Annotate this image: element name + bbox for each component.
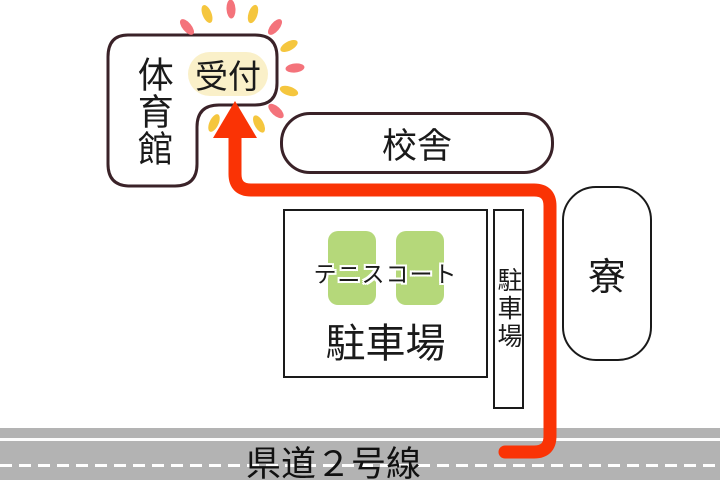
reception-badge: 受付 [188,52,268,96]
dormitory-label: 寮 [587,255,626,299]
side-parking-lot: 駐車場 [493,209,524,409]
tennis-court-2 [396,231,444,305]
tennis-court-1 [328,231,376,305]
prefectural-road: 県道２号線 [0,428,720,485]
gymnasium-label: 体育館 [131,56,173,167]
road-edge-line [0,438,720,441]
road-center-dashed-line [0,464,720,467]
reception-sparkle-rays [179,0,305,133]
dormitory-building: 寮 [562,186,652,361]
tennis-court-parking-lot: テニスコート 駐車場 [283,209,488,378]
main-parking-label: 駐車場 [325,321,446,367]
school-label: 校舎 [381,126,452,167]
tennis-court-label: テニスコート [313,262,458,288]
reception-label: 受付 [195,57,261,96]
school-building: 校舎 [280,112,554,174]
side-parking-label: 駐車場 [494,267,523,351]
route-path [228,123,557,459]
route-arrowhead-icon [213,101,257,138]
road-label: 県道２号線 [246,445,422,485]
